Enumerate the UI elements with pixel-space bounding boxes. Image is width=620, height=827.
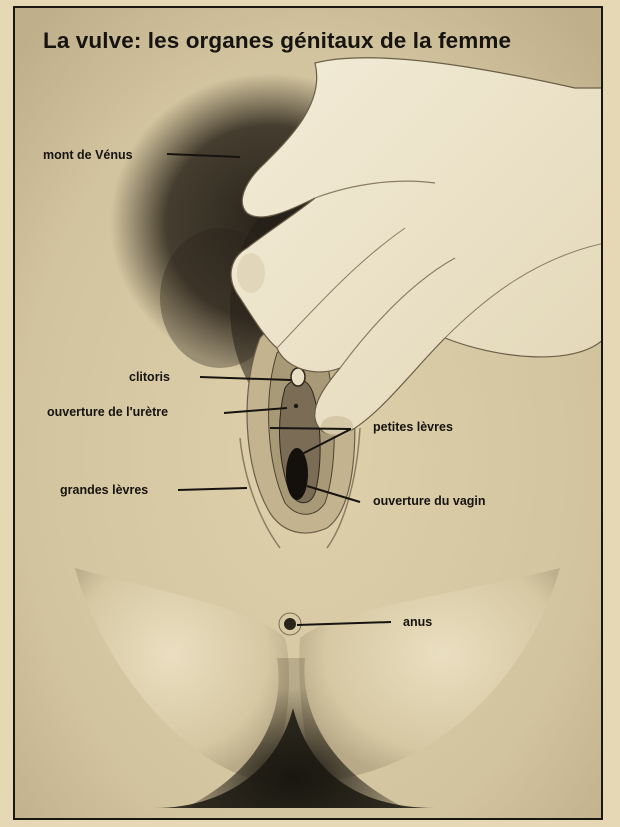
vaginal-opening-shape <box>286 448 308 500</box>
label-ouverture-uretre: ouverture de l'urètre <box>47 405 168 419</box>
label-clitoris: clitoris <box>129 370 170 384</box>
page-title: La vulve: les organes génitaux de la fem… <box>43 28 603 54</box>
label-anus: anus <box>403 615 432 629</box>
label-grandes-levres: grandes lèvres <box>60 483 148 497</box>
clitoris-shape <box>291 368 305 386</box>
label-mont-de-venus: mont de Vénus <box>43 148 133 162</box>
label-ouverture-vagin: ouverture du vagin <box>373 494 486 508</box>
anus-shape <box>284 618 296 630</box>
leader-petites-levres-a <box>270 428 351 429</box>
illustration-frame: La vulve: les organes génitaux de la fem… <box>13 6 603 820</box>
label-petites-levres: petites lèvres <box>373 420 453 434</box>
